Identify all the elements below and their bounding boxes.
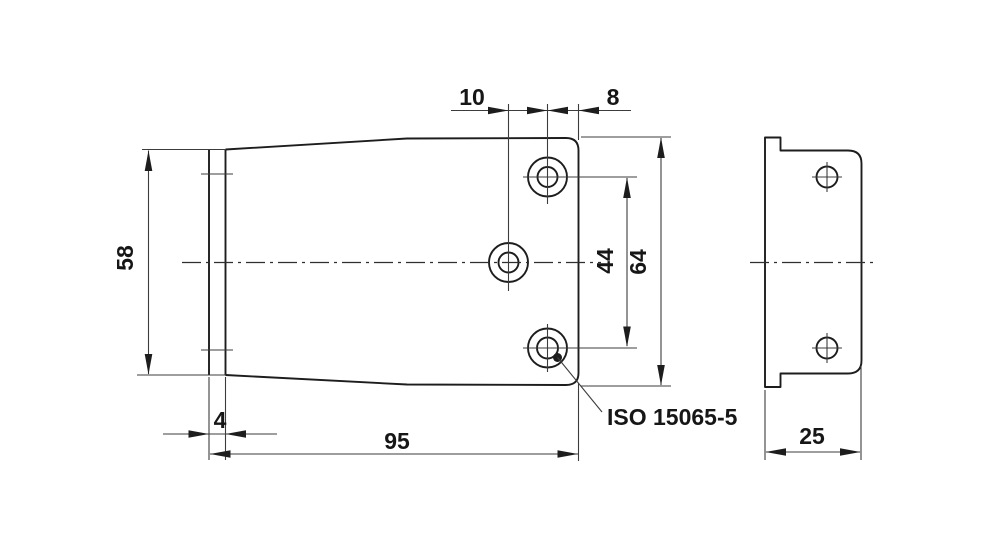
dim-58-bottom-arrow [144, 354, 153, 375]
dim-64: 64 [581, 136, 671, 387]
note-label: ISO 15065-5 [607, 404, 738, 430]
side-view: 25 [750, 136, 877, 460]
dim-64-value: 64 [625, 249, 651, 275]
dim-44: 44 [592, 177, 631, 347]
dim-25-right-arrow [840, 448, 861, 456]
dim-58-top-arrow [144, 150, 153, 171]
dim-95-left-arrow [210, 450, 231, 458]
dim-8-left-arrow [547, 106, 568, 115]
dim-4: 4 [163, 377, 277, 460]
dim-4-left-arrow [188, 430, 209, 438]
dim-44-top-arrow [623, 177, 631, 198]
front-view-outline [225, 137, 580, 386]
leader-note: ISO 15065-5 [553, 353, 738, 430]
dim-25-left-arrow [765, 448, 786, 456]
side-hole-top [812, 162, 842, 192]
leader-line [557, 357, 603, 413]
front-view: 10 8 58 4 95 [112, 84, 738, 461]
dim-10-and-8: 10 8 [451, 84, 631, 115]
dim-44-value: 44 [592, 248, 618, 274]
dim-58: 58 [112, 148, 226, 376]
dim-10-right-arrow [527, 106, 548, 115]
dim-25-value: 25 [799, 423, 825, 449]
dim-10-left-arrow [488, 106, 509, 115]
side-hole-bottom [812, 333, 842, 363]
dim-4-value: 4 [214, 407, 227, 433]
side-view-outline [764, 136, 863, 388]
dim-95-value: 95 [384, 428, 410, 454]
dim-95: 95 [210, 428, 578, 458]
dim-64-bottom-arrow [657, 365, 665, 386]
dim-44-bottom-arrow [623, 326, 631, 347]
dim-25: 25 [764, 366, 862, 460]
dim-8-value: 8 [607, 84, 620, 110]
dim-95-right-arrow [557, 450, 578, 458]
dim-58-value: 58 [112, 245, 138, 271]
dim-64-top-arrow [657, 137, 665, 158]
dim-10-value: 10 [459, 84, 485, 110]
dim-8-right-arrow [578, 106, 599, 115]
dim-4-right-arrow [225, 430, 246, 438]
